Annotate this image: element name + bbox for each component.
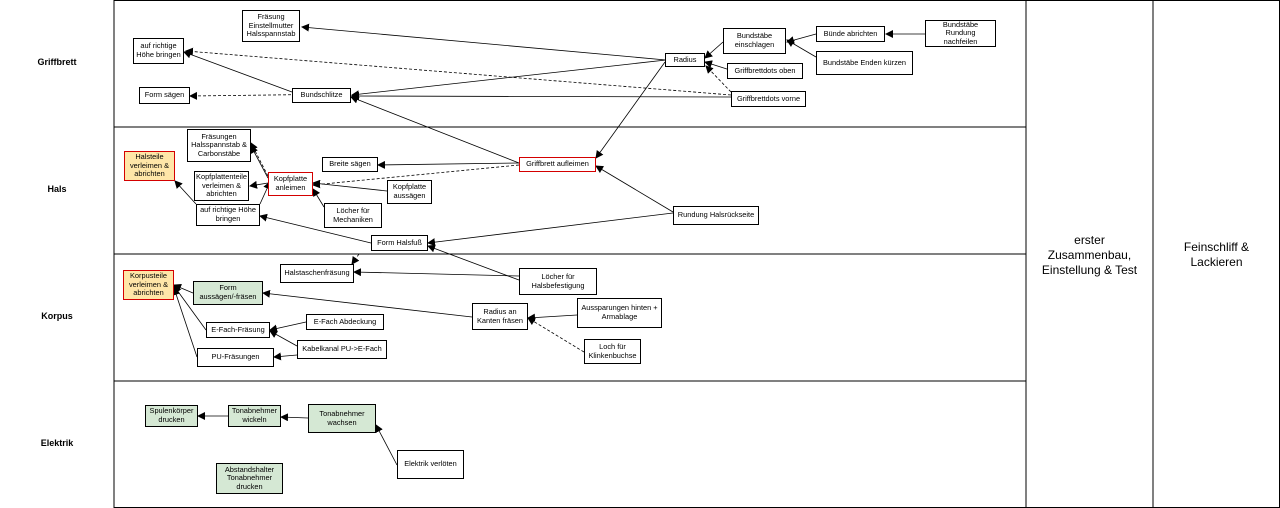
phase-assembly: erster Zusammenbau, Einstellung & Test xyxy=(1041,232,1138,277)
edge-arrow xyxy=(269,330,298,347)
node-fraesung-einstellmutter[interactable]: Fräsung Einstellmutter Halsspannstab xyxy=(242,10,300,42)
edge-arrow xyxy=(183,50,293,93)
edge-arrow xyxy=(185,47,732,96)
node-pu-fraesungen[interactable]: PU-Fräsungen xyxy=(197,348,274,367)
edge-arrow xyxy=(704,60,731,71)
node-spulenkoerper[interactable]: Spulenkörper drucken xyxy=(145,405,198,427)
node-aussparungen[interactable]: Aussparungen hinten + Armablage xyxy=(577,298,662,328)
edges xyxy=(172,23,925,466)
node-buende-abrichten[interactable]: Bünde abrichten xyxy=(816,26,885,42)
edge-arrow xyxy=(353,268,520,277)
node-tonabnehmer-wachsen[interactable]: Tonabnehmer wachsen xyxy=(308,404,376,433)
edge-arrow xyxy=(595,165,674,213)
node-kopfplattenteile[interactable]: Kopfplattenteile verleimen & abrichten xyxy=(194,171,249,201)
node-hoehe-hals[interactable]: auf richtige Höhe bringen xyxy=(196,204,260,226)
lane-label-korpus: Korpus xyxy=(41,311,73,321)
node-griffbrettdots-oben[interactable]: Griffbrettdots oben xyxy=(727,63,803,79)
node-abstandshalter[interactable]: Abstandshalter Tonabnehmer drucken xyxy=(216,463,283,494)
edge-arrow xyxy=(301,23,667,61)
node-efach-fraesung[interactable]: E-Fach-Fräsung xyxy=(206,322,270,338)
edge-arrow xyxy=(173,284,194,294)
node-kopfplatte-anleimen[interactable]: Kopfplatte anleimen xyxy=(268,172,313,196)
edge-arrow xyxy=(427,244,520,281)
node-radius[interactable]: Radius xyxy=(665,53,705,67)
edge-arrow xyxy=(250,145,269,179)
node-rundung-halsrueckseite[interactable]: Rundung Halsrückseite xyxy=(673,206,759,225)
node-breite-saegen[interactable]: Breite sägen xyxy=(322,157,378,172)
node-form-halsfuss[interactable]: Form Halsfuß xyxy=(371,235,428,251)
node-loch-klinkenbuchse[interactable]: Loch für Klinkenbuchse xyxy=(584,339,641,364)
node-bundstaebe-einschlagen[interactable]: Bundstäbe einschlagen xyxy=(723,28,786,54)
edge-arrow xyxy=(377,160,520,169)
edge-arrow xyxy=(312,164,520,189)
node-bundstaebe-enden[interactable]: Bundstäbe Enden kürzen xyxy=(816,51,913,75)
node-halsteile-verleimen[interactable]: Halsteile verleimen & abrichten xyxy=(124,151,175,181)
node-griffbrettdots-vorne[interactable]: Griffbrettdots vorne xyxy=(731,91,806,107)
lane-label-hals: Hals xyxy=(47,184,67,194)
edge-arrow xyxy=(269,321,307,333)
node-bundschlitze[interactable]: Bundschlitze xyxy=(292,88,351,103)
phase-finish: Feinschliff & Lackieren xyxy=(1183,240,1250,269)
edge-arrow xyxy=(595,61,666,159)
edge-arrow xyxy=(280,413,309,422)
edge-arrow xyxy=(375,424,398,466)
edge-arrow xyxy=(174,180,197,205)
edge-arrow xyxy=(249,180,269,189)
node-form-aussaegen[interactable]: Form aussägen/-fräsen xyxy=(193,281,263,305)
edge-arrow xyxy=(351,59,667,99)
edge-arrow xyxy=(350,95,520,164)
node-fraesungen-halsspannstab[interactable]: Fräsungen Halsspannstab & Carbonstäbe xyxy=(187,129,251,162)
edge-arrow xyxy=(705,65,732,93)
edge-arrow xyxy=(527,313,578,322)
node-halstaschenfraesung[interactable]: Halstaschenfräsung xyxy=(280,264,354,283)
edge-arrow xyxy=(351,92,732,101)
node-elektrik-verloeten[interactable]: Elektrik verlöten xyxy=(397,450,464,479)
edge-arrow xyxy=(273,352,298,361)
node-loecher-halsbefestigung[interactable]: Löcher für Halsbefestigung xyxy=(519,268,597,295)
edge-arrow xyxy=(786,33,817,44)
edge-arrow xyxy=(312,179,388,192)
node-korpusteile[interactable]: Korpusteile verleimen & abrichten xyxy=(123,270,174,300)
edge-arrow xyxy=(172,287,198,358)
node-bundstaebe-rundung[interactable]: Bundstäbe Rundung nachfeilen xyxy=(925,20,996,47)
edge-arrow xyxy=(527,317,585,353)
node-kabelkanal[interactable]: Kabelkanal PU->E-Fach xyxy=(297,340,387,359)
node-kopfplatte-aussaegen[interactable]: Kopfplatte aussägen xyxy=(387,180,432,204)
lane-label-elektrik: Elektrik xyxy=(40,438,74,448)
edge-arrow xyxy=(250,142,269,177)
node-richtige-hoehe-griffbrett[interactable]: auf richtige Höhe bringen xyxy=(133,38,184,64)
node-efach-abdeckung[interactable]: E-Fach Abdeckung xyxy=(306,314,384,330)
node-form-saegen-griffbrett[interactable]: Form sägen xyxy=(139,87,190,104)
edge-arrow xyxy=(312,188,325,208)
edge-arrow xyxy=(427,212,674,247)
node-radius-kanten[interactable]: Radius an Kanten fräsen xyxy=(472,303,528,330)
node-griffbrett-aufleimen[interactable]: Griffbrett aufleimen xyxy=(519,157,596,172)
edge-arrow xyxy=(351,253,360,265)
edge-arrow xyxy=(262,289,473,318)
edge-arrow xyxy=(259,213,372,244)
edge-arrow xyxy=(786,39,817,58)
node-loecher-mechaniken[interactable]: Löcher für Mechaniken xyxy=(324,203,382,228)
edge-arrow xyxy=(704,41,724,59)
node-tonabnehmer-wickeln[interactable]: Tonabnehmer wickeln xyxy=(228,405,281,427)
lane-label-griffbrett: Griffbrett xyxy=(37,57,77,67)
